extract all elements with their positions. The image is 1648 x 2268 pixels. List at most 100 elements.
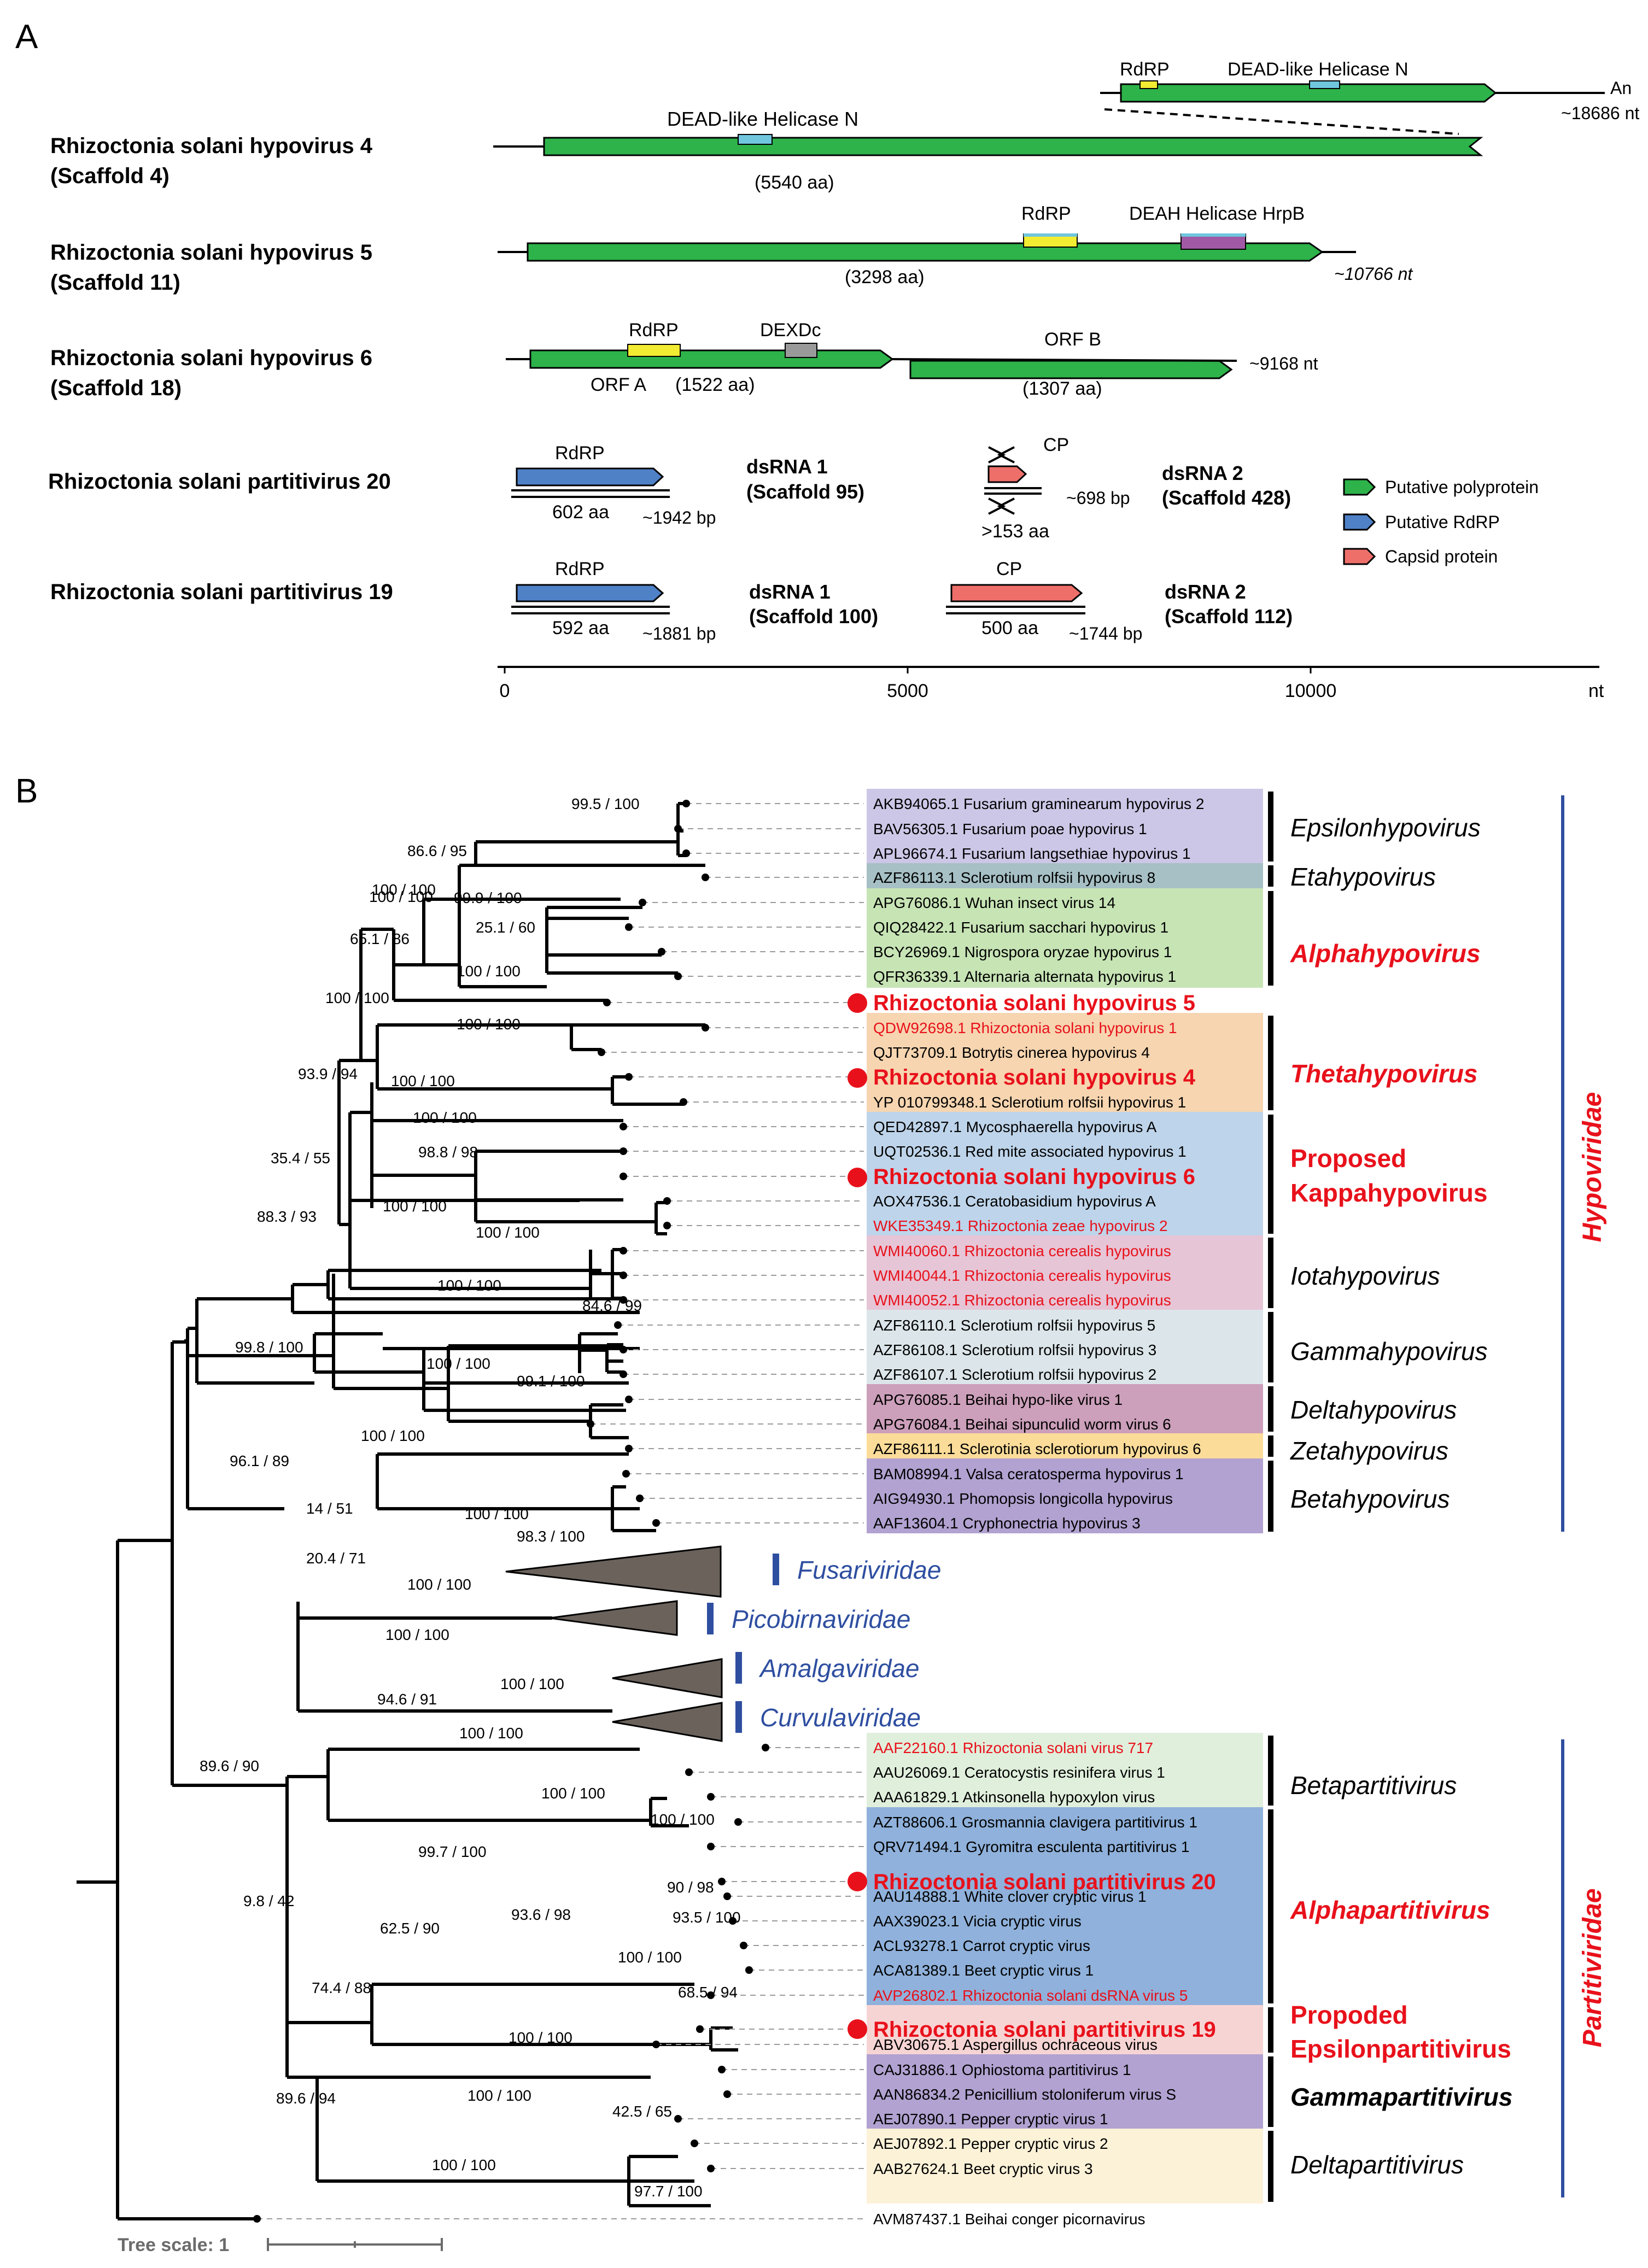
tree-scale: Tree scale: 1: [118, 2235, 443, 2255]
leaf-dot: [652, 2041, 660, 2048]
taxa-labels: AKB94065.1 Fusarium graminearum hypoviru…: [873, 795, 1216, 2228]
dexdc-domain: [785, 343, 817, 358]
genus-label: Alphahypovirus: [1290, 939, 1481, 968]
protein-size: 602 aa: [552, 502, 609, 523]
highlight-dot: [848, 1068, 867, 1088]
support-value: 100 / 100: [369, 888, 433, 905]
support-value: 100 / 100: [325, 989, 389, 1006]
taxon-label: Rhizoctonia solani hypovirus 6: [873, 1165, 1195, 1189]
taxon-label: AKB94065.1 Fusarium graminearum hypoviru…: [873, 795, 1204, 812]
support-value: 86.6 / 95: [407, 842, 467, 859]
taxon-label: AAX39023.1 Vicia cryptic virus: [873, 1913, 1082, 1930]
nt-axis: 0 5000 10000 nt: [498, 666, 1604, 701]
leaf-dot: [663, 1222, 671, 1229]
protein-size: (3298 aa): [845, 267, 925, 288]
hv5-genome-map: RdRP DEAH Helicase HrpB (3298 aa) ~10766…: [498, 203, 1413, 288]
taxon-label: AEJ07890.1 Pepper cryptic virus 1: [873, 2111, 1108, 2128]
segment-length: ~698 bp: [1066, 488, 1130, 508]
support-value: 100 / 100: [500, 1675, 564, 1692]
support-value: 100 / 100: [457, 963, 521, 980]
leaf-dot: [707, 1843, 715, 1850]
leaf-dot: [625, 923, 633, 931]
taxon-label: AZF86113.1 Sclerotium rolfsii hypovirus …: [873, 869, 1155, 886]
taxon-label: QIQ28422.1 Fusarium sacchari hypovirus 1: [873, 919, 1168, 936]
leaf-dot: [636, 1495, 644, 1502]
pv20-genome-map: RdRP 602 aa ~1942 bp dsRNA 1 (Scaffold 9…: [511, 435, 1291, 542]
taxon-label: AAU26069.1 Ceratocystis resinifera virus…: [873, 1764, 1165, 1781]
leaf-dot: [734, 1818, 742, 1826]
leaf-dot: [682, 849, 690, 857]
taxon-label: AAF13604.1 Cryphonectria hypovirus 3: [873, 1515, 1141, 1532]
support-value: 100 / 100: [459, 1725, 523, 1742]
genome-scaffold: (Scaffold 4): [50, 164, 170, 188]
family-label: Partitiviridae: [1578, 1889, 1607, 2048]
taxon-label: APG76086.1 Wuhan insect virus 14: [873, 894, 1115, 911]
support-value: 100 / 100: [391, 1073, 455, 1089]
segment-scaffold: (Scaffold 100): [749, 605, 878, 628]
segment-name: dsRNA 1: [746, 455, 828, 478]
leaf-dot: [707, 2165, 715, 2172]
helicase-label: DEAD-like Helicase N: [1228, 59, 1409, 80]
support-value: 97.7 / 100: [634, 2183, 703, 2200]
taxon-label: YP 010799348.1 Sclerotium rolfsii hypovi…: [873, 1094, 1186, 1111]
taxon-label: BAV56305.1 Fusarium poae hypovirus 1: [873, 821, 1147, 837]
taxon-label: QFR36339.1 Alternaria alternata hypoviru…: [873, 968, 1176, 985]
family-label: Amalgaviridae: [758, 1654, 919, 1683]
genus-label: Propoded: [1290, 2001, 1408, 2029]
leaf-dot: [620, 1346, 627, 1353]
leaf-dot: [762, 1744, 769, 1751]
support-value: 99.9 / 100: [454, 889, 522, 906]
panel-a-label: A: [15, 18, 38, 56]
support-value: 20.4 / 71: [306, 1550, 366, 1567]
hv4-genome-map: DEAD-like Helicase N (5540 aa): [493, 108, 1483, 193]
support-value: 100 / 100: [413, 1109, 477, 1126]
genus-label-line2: Epsilonpartitivirus: [1290, 2035, 1511, 2063]
support-value: 100 / 100: [476, 1224, 540, 1241]
legend: Putative polyprotein Putative RdRP Capsi…: [1343, 477, 1539, 566]
taxon-label: APL96674.1 Fusarium langsethiae hypoviru…: [873, 845, 1191, 862]
protein-size: 592 aa: [552, 618, 609, 638]
leaf-dot: [625, 1445, 633, 1452]
segment-name: dsRNA 2: [1165, 581, 1246, 603]
segment-name: dsRNA 2: [1162, 462, 1243, 484]
leaf-dot: [598, 1048, 605, 1056]
genus-label: Gammahypovirus: [1290, 1337, 1487, 1366]
leaf-dot: [620, 1123, 627, 1130]
leaf-dot: [625, 1396, 633, 1403]
genus-labels: Epsilonhypovirus Etahypovirus Alphahypov…: [1290, 813, 1512, 2179]
genome-scaffold: (Scaffold 18): [50, 376, 182, 400]
leaf-dot: [696, 2025, 704, 2033]
taxon-label: WMI40060.1 Rhizoctonia cerealis hypoviru…: [873, 1243, 1171, 1259]
taxon-label: APG76084.1 Beihai sipunculid worm virus …: [873, 1416, 1171, 1433]
support-value: 100 / 100: [432, 2156, 496, 2173]
highlight-dot: [848, 2019, 867, 2039]
picobirnaviridae-clade: [549, 1600, 678, 1636]
leader-lines: [257, 803, 864, 2219]
support-value: 98.8 / 98: [418, 1144, 478, 1161]
support-value: 100 / 100: [465, 1505, 529, 1522]
leaf-dot: [587, 1420, 594, 1428]
genus-label: Etahypovirus: [1290, 863, 1436, 891]
curvulaviridae-clade: [612, 1702, 723, 1742]
support-value: 100 / 100: [426, 1355, 490, 1372]
support-value: 96.1 / 89: [230, 1452, 289, 1469]
taxon-label: ACL93278.1 Carrot cryptic virus: [873, 1937, 1090, 1954]
support-value: 88.3 / 93: [257, 1208, 317, 1225]
support-value: 100 / 100: [457, 1016, 521, 1033]
taxon-label: QJT73709.1 Botrytis cinerea hypovirus 4: [873, 1044, 1150, 1061]
support-value: 68.5 / 94: [678, 1984, 738, 2001]
highlight-markers: [848, 993, 867, 2039]
collapsed-family-labels: Fusariviridae Picobirnaviridae Amalgavir…: [707, 1554, 941, 1733]
segment-length: ~1744 bp: [1069, 624, 1142, 643]
taxon-label: WMI40052.1 Rhizoctonia cerealis hypoviru…: [873, 1292, 1171, 1309]
cp-label: CP: [996, 559, 1022, 579]
highlight-dot: [848, 993, 867, 1013]
leaf-dot: [620, 1296, 627, 1304]
support-value: 98.3 / 100: [517, 1528, 585, 1545]
leaf-dot: [740, 1942, 747, 1949]
leaf-dot: [685, 1768, 693, 1776]
helicase-label: DEAD-like Helicase N: [667, 108, 858, 130]
genus-label: Proposed: [1290, 1144, 1406, 1173]
taxon-label: ACA81389.1 Beet cryptic virus 1: [873, 1962, 1094, 1979]
